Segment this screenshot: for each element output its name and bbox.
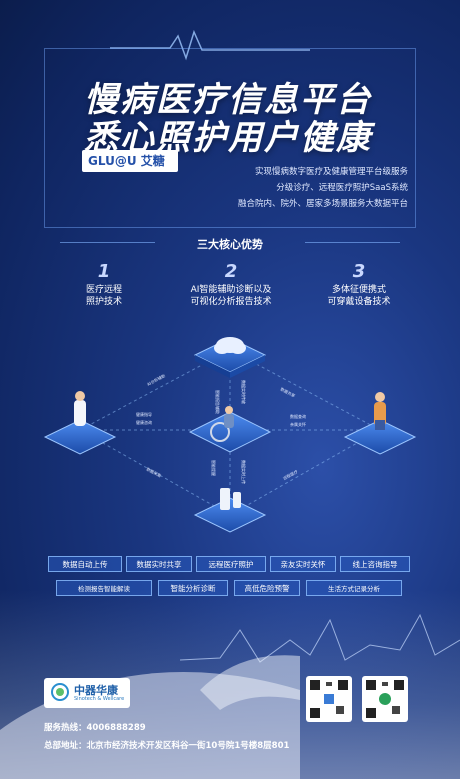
feature-1: 实现慢病数字医疗及健康管理平台级服务 <box>254 167 408 177</box>
advantage-text: 多体征便携式 <box>331 285 386 295</box>
core-title: 三大核心优势 <box>197 238 263 251</box>
tag-risk-alert: 高低危险预警 <box>234 580 300 596</box>
company-mark-icon <box>51 683 69 701</box>
ecg-line-icon <box>180 613 460 663</box>
wearable-devices-icon <box>193 488 267 533</box>
qr-code-icon <box>366 680 404 718</box>
company-subtitle: Sinotech & Wellcare <box>74 696 125 702</box>
qr-code-1 <box>306 676 352 722</box>
advantage-text: 可视化分析报告技术 <box>190 297 272 307</box>
diagram-label: AI分析辅助 <box>146 372 166 387</box>
advantage-text: 照护技术 <box>85 297 122 307</box>
tag-lifestyle-record: 生活方式记录分析 <box>306 580 402 596</box>
diagram-label: 数据查询 <box>290 413 306 419</box>
diagram-label: 智能提醒 <box>211 460 217 476</box>
divider-left <box>60 242 155 243</box>
tag-realtime-share: 数据实时共享 <box>126 556 192 572</box>
diagram-label: 数据实时传输 <box>241 380 247 404</box>
tag-family-care: 亲友实时关怀 <box>270 556 336 572</box>
feature-2: 分级诊疗、远程医疗照护SaaS系统 <box>276 183 408 193</box>
family-member-icon <box>343 392 417 455</box>
tag-report-interpret: 检测报告智能解读 <box>56 580 152 596</box>
divider-right <box>305 242 400 243</box>
advantage-1: 1 医疗远程 照护技术 <box>64 262 144 308</box>
qr-code-2 <box>362 676 408 722</box>
advantage-number: 3 <box>352 261 366 282</box>
cloud-platform-icon <box>193 337 267 378</box>
tag-online-consult: 线上咨询指导 <box>340 556 410 572</box>
diagram-label: 数据实时上传 <box>241 460 247 484</box>
patient-wheelchair-icon <box>188 406 272 453</box>
advantage-text: 可穿戴设备技术 <box>327 297 391 307</box>
tag-remote-care: 远程医疗照护 <box>196 556 266 572</box>
qr-code-icon <box>310 680 348 718</box>
advantage-3: 3 多体征便携式 可穿戴设备技术 <box>314 262 404 308</box>
advantage-number: 2 <box>224 261 238 282</box>
company-name: 中器华康 <box>74 684 118 697</box>
diagram-label: 智能报告辅助 <box>215 390 221 414</box>
advantage-text: 医疗远程 <box>85 285 122 295</box>
header-frame <box>44 48 416 228</box>
advantage-number: 1 <box>97 261 111 282</box>
platform-diagram: AI分析辅助 健康指导 健康咨询 智能报告辅助 数据实时传输 数据共享 数据查询… <box>43 337 417 533</box>
company-address: 总部地址：北京市经济技术开发区科谷一街10号院1号楼8层801 <box>44 741 290 751</box>
service-hotline: 服务热线：4006888289 <box>44 723 146 733</box>
advantage-text: AI智能辅助诊断以及 <box>190 285 272 295</box>
diagram-label: 远程医疗 <box>282 468 299 481</box>
feature-3: 融合院内、院外、居家多场景服务大数据平台 <box>237 199 408 209</box>
diagram-label: 亲属关怀 <box>290 421 306 427</box>
advantage-2: 2 AI智能辅助诊断以及 可视化分析报告技术 <box>170 262 292 308</box>
doctor-icon <box>43 391 117 455</box>
title-line-1: 慢病医疗信息平台 <box>84 80 372 120</box>
tag-smart-analysis: 智能分析诊断 <box>158 580 228 596</box>
diagram-label: 健康咨询 <box>136 419 152 425</box>
diagram-label: 健康指导 <box>136 411 152 417</box>
tag-auto-upload: 数据自动上传 <box>48 556 122 572</box>
diagram-label: 数据采集 <box>146 466 163 479</box>
pulse-line-icon <box>110 29 310 61</box>
brand-logo: GLU@U 艾糖 <box>82 150 178 172</box>
diagram-label: 数据共享 <box>280 386 297 399</box>
